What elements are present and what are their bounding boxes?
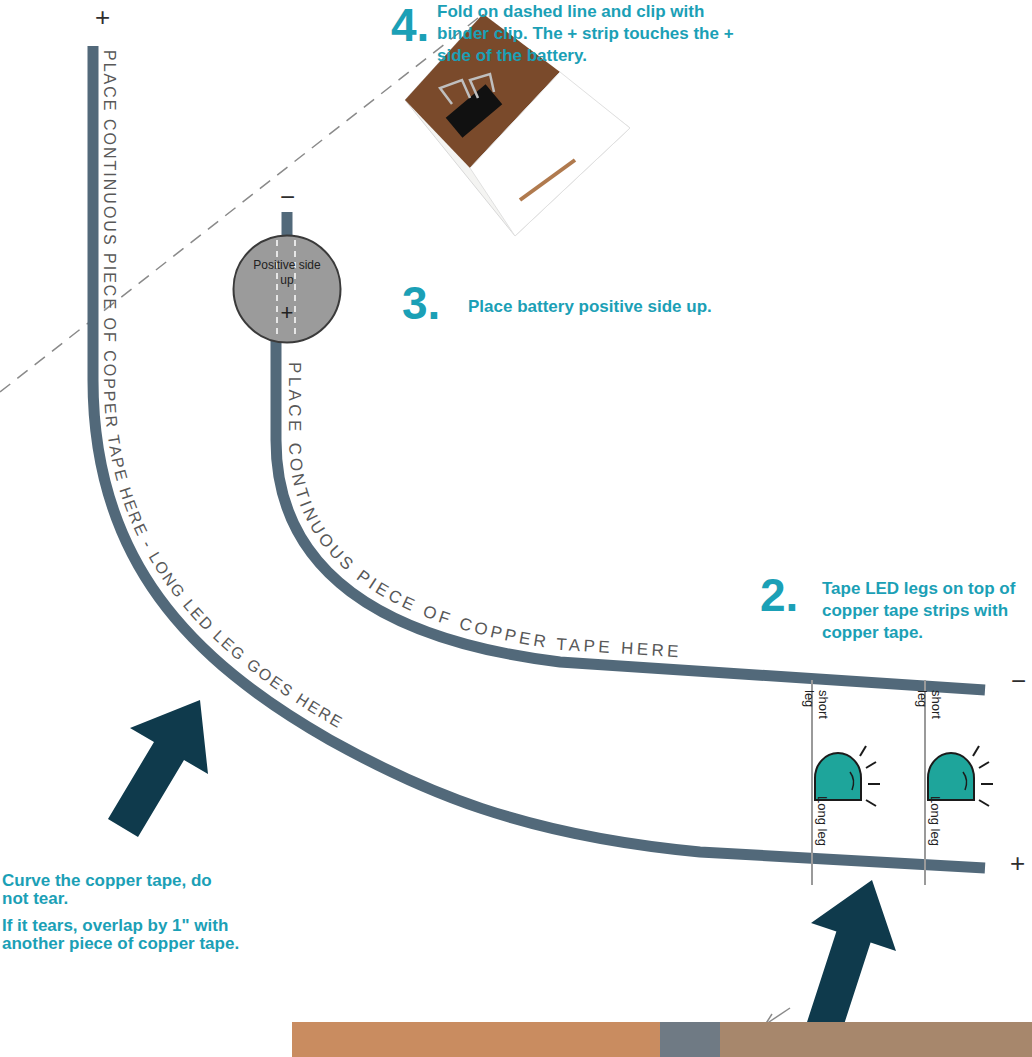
step-number: 2. [760,572,798,618]
light-ray [981,783,993,785]
tape-outline [276,240,278,338]
coin-battery [234,236,341,343]
copper-edge [520,160,575,200]
led-body [928,753,974,800]
strip-instruction: PLACE CONTINUOUS PIECE OF COPPER TAPE HE… [101,50,347,732]
led-leg [924,680,926,885]
light-ray [860,746,866,756]
terminal-sign: − [280,184,295,210]
light-ray [866,800,876,806]
light-ray [868,783,880,785]
led-shine [963,772,967,790]
battery-outline [232,234,342,344]
step-text: Place battery positive side up. [468,296,712,318]
led-body [815,753,861,800]
terminal-sign: − [1011,668,1026,694]
pointer-arrow [108,700,208,837]
led-leg [811,680,813,885]
copper-strip [93,46,985,868]
fold-line [0,18,478,392]
battery-label: Positive side up [251,258,323,288]
leg-label: short leg [802,690,830,734]
battery-circle: Positive side up + [232,234,342,344]
clip-handle [470,74,494,98]
strip-instruction: PLACE CONTINUOUS PIECE OF COPPER TAPE HE… [285,362,683,661]
terminal-sign: + [272,302,302,324]
note-text: If it tears, overlap by 1" with another … [2,917,242,953]
clip-handle [440,80,470,104]
text-path: PLACE CONTINUOUS PIECE OF COPPER TAPE HE… [285,362,683,661]
text-path: PLACE CONTINUOUS PIECE OF COPPER TAPE HE… [101,50,347,732]
leg-label: Long leg [815,796,829,846]
step-number: 3. [402,280,440,326]
tape-outline [294,240,296,338]
step-text: Fold on dashed line and clip with binder… [437,1,737,67]
small-arrow [766,1008,790,1024]
light-ray [979,762,989,768]
light-ray [979,800,989,806]
leg-label: Long leg [928,796,942,846]
light-ray [866,762,876,768]
leg-label: short leg [915,690,943,734]
clip-body [446,84,503,137]
note-text: Curve the copper tape, do not tear. [2,872,242,908]
photo-strip [660,1022,720,1057]
led-shine [850,772,854,790]
terminal-sign: + [95,4,110,30]
photo-strip [720,1022,1032,1057]
terminal-sign: + [1010,850,1025,876]
step-text: Tape LED legs on top of copper tape stri… [822,578,1030,644]
photo-strip [292,1022,672,1057]
light-ray [973,746,979,756]
step-number: 4. [391,2,429,48]
